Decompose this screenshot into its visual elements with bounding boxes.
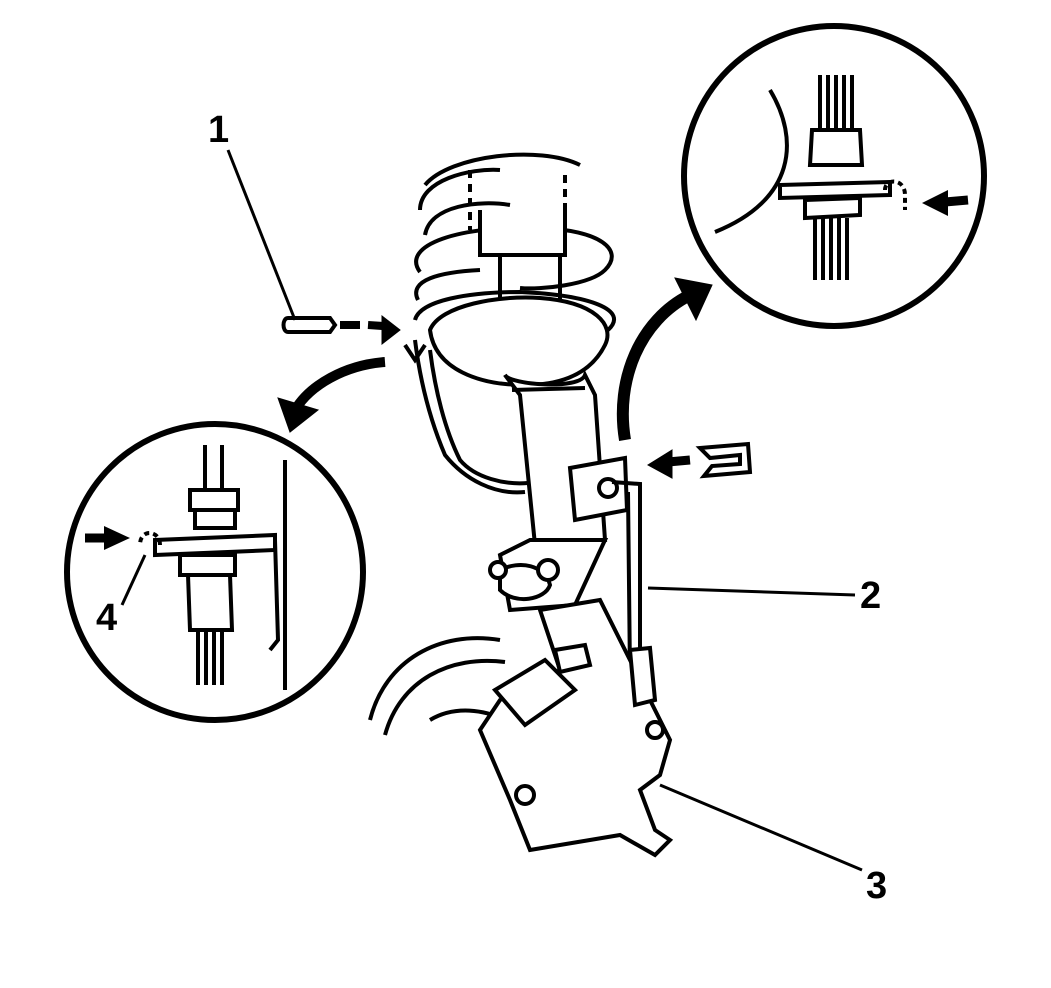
coil-spring	[413, 152, 616, 332]
upper-strut-mount	[427, 170, 610, 388]
detail-pointer-arrows	[277, 277, 713, 441]
leader-lines	[120, 149, 863, 872]
callout-4: 4	[96, 597, 117, 639]
callout-3: 3	[866, 865, 887, 907]
leader-line-4	[120, 554, 147, 606]
detail-view-lower-left	[64, 421, 366, 723]
leader-line-3	[659, 783, 863, 872]
callout-1: 1	[208, 109, 229, 151]
brake-hose	[403, 339, 529, 495]
steering-knuckle	[477, 558, 674, 858]
removal-arrows	[340, 314, 691, 479]
loose-clip-pieces	[281, 316, 753, 479]
detail-view-upper-right	[681, 23, 987, 329]
leader-line-1	[226, 149, 297, 321]
callout-2: 2	[860, 575, 881, 617]
leader-line-2	[647, 586, 856, 597]
